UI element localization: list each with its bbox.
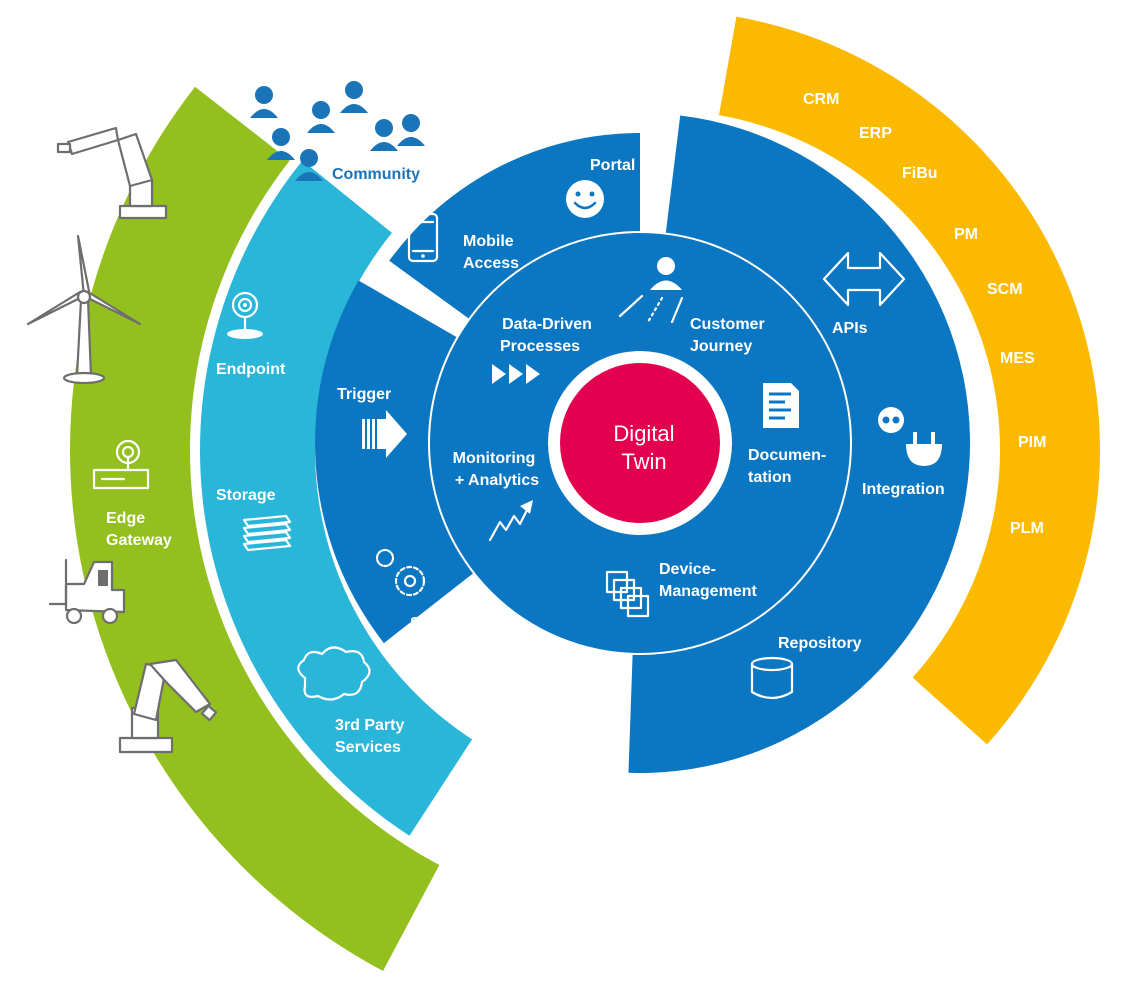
ring-segment-top	[389, 132, 640, 319]
orange-band	[719, 16, 1100, 745]
label-documentation-2: tation	[748, 469, 792, 486]
wind-turbine-icon	[26, 234, 142, 385]
label-stream-operations-2: Operations	[410, 637, 495, 654]
label-data-driven-2: Processes	[500, 338, 580, 355]
digital-twin-center	[560, 363, 720, 523]
router-icon	[92, 439, 150, 490]
label-storage: Storage	[216, 487, 276, 504]
robot-arm-icon	[118, 658, 218, 754]
label-monitoring-2: + Analytics	[455, 472, 539, 489]
label-pm: PM	[954, 226, 978, 243]
smartphone-icon	[407, 212, 439, 263]
label-plm: PLM	[1010, 520, 1044, 537]
document-icon	[763, 383, 799, 428]
trigger-arrow-icon	[362, 410, 407, 458]
center-label-line2: Twin	[621, 449, 666, 474]
endpoint-icon	[227, 291, 263, 339]
label-crm: CRM	[803, 91, 839, 108]
label-portal: Portal	[590, 157, 635, 174]
arrows-horizontal-icon	[822, 251, 906, 307]
label-customer-journey-2: Journey	[690, 338, 752, 355]
label-edge-gateway-2: Gateway	[106, 532, 172, 549]
label-documentation-1: Documen-	[748, 447, 826, 464]
label-community: Community	[332, 166, 420, 183]
label-device-management-2: Management	[659, 583, 757, 600]
plug-icon	[878, 407, 942, 466]
devices-stack-icon	[605, 570, 650, 618]
label-mobile-access-2: Access	[463, 255, 519, 272]
label-scm: SCM	[987, 281, 1023, 298]
storage-layers-icon	[242, 514, 292, 552]
cyan-band	[199, 160, 473, 836]
label-integration: Integration	[862, 481, 945, 498]
label-mobile-access-1: Mobile	[463, 233, 514, 250]
label-3rd-party-2: Services	[335, 739, 401, 756]
cloud-icon	[297, 646, 371, 701]
center-label-line1: Digital	[613, 421, 674, 446]
database-icon	[750, 656, 794, 700]
gears-icon	[375, 548, 426, 597]
label-monitoring-1: Monitoring	[453, 450, 536, 467]
smiley-icon	[566, 180, 604, 218]
label-trigger: Trigger	[337, 386, 391, 403]
label-data-driven-1: Data-Driven	[502, 316, 592, 333]
label-apis: APIs	[832, 320, 868, 337]
community-people-icon	[250, 81, 425, 181]
fast-forward-icon	[492, 364, 540, 384]
label-endpoint: Endpoint	[216, 361, 286, 378]
label-mes: MES	[1000, 350, 1035, 367]
person-journey-icon	[618, 257, 684, 324]
robot-arm-icon	[56, 126, 168, 220]
label-repository: Repository	[778, 635, 862, 652]
ring-segment-right	[628, 115, 970, 773]
forklift-icon	[48, 558, 126, 625]
label-pim: PIM	[1018, 434, 1046, 451]
label-device-management-1: Device-	[659, 561, 716, 578]
ring-segment-left	[315, 280, 473, 644]
label-erp: ERP	[859, 125, 892, 142]
label-stream-operations-1: Stream	[410, 615, 464, 632]
label-3rd-party-1: 3rd Party	[335, 717, 404, 734]
label-fibu: FiBu	[902, 165, 938, 182]
trend-up-icon	[488, 500, 533, 542]
label-customer-journey-1: Customer	[690, 316, 765, 333]
label-edge-gateway-1: Edge	[106, 510, 145, 527]
